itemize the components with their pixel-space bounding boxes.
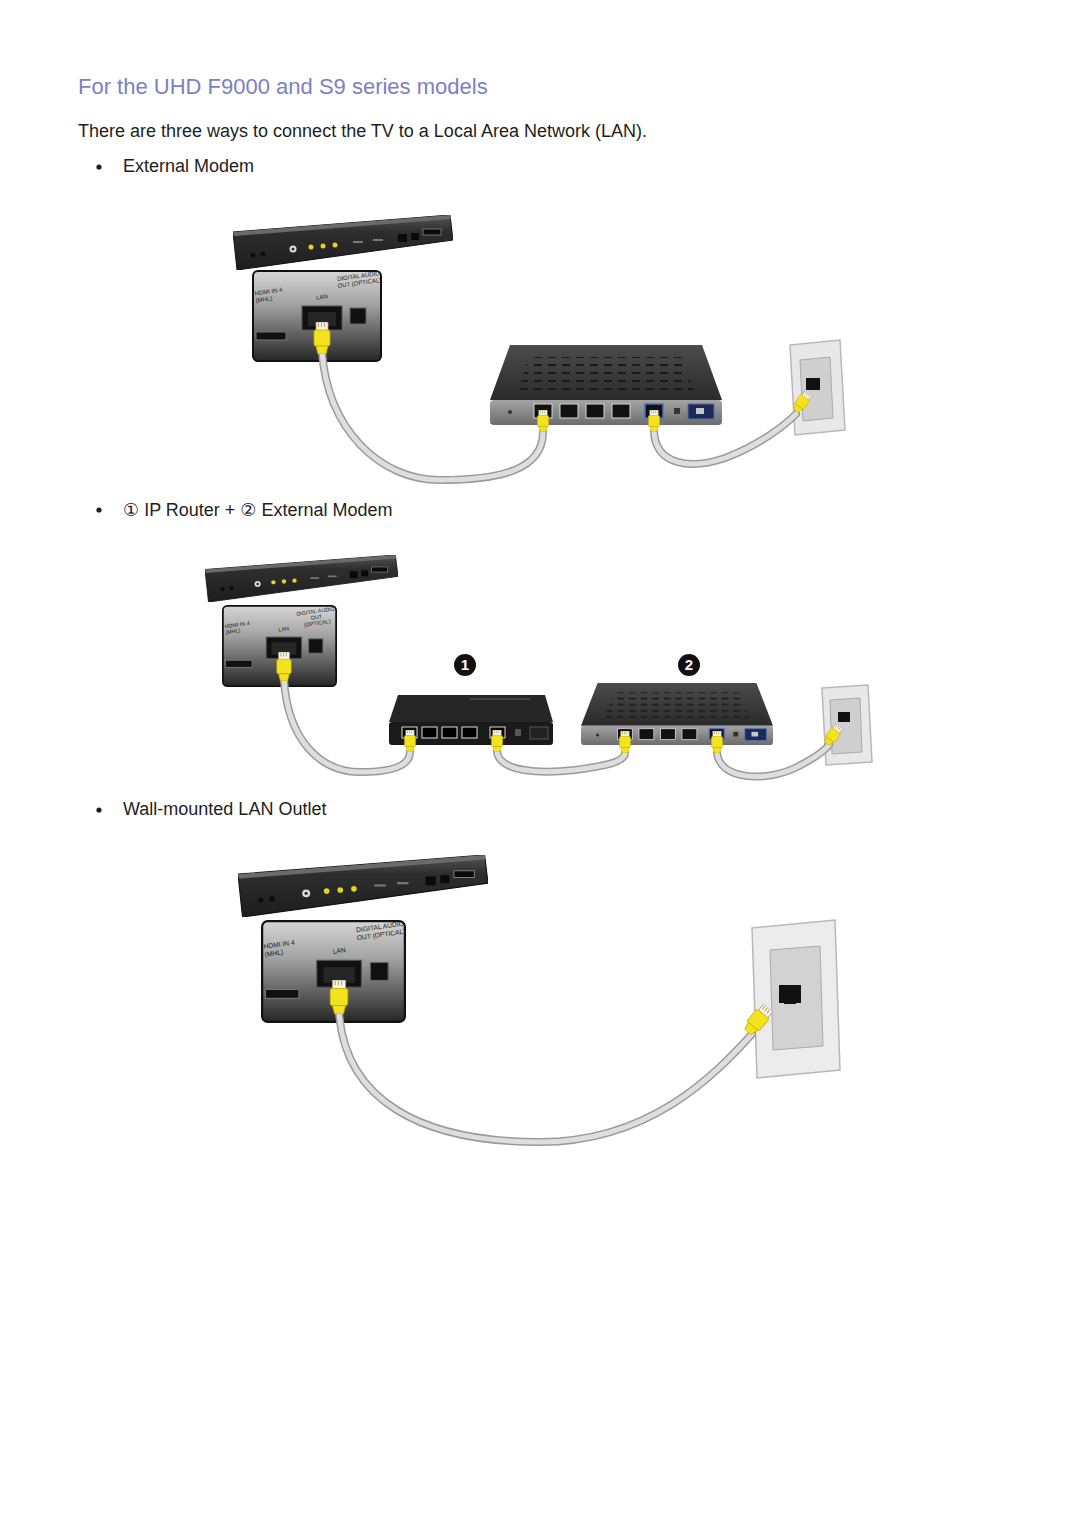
- bullet-label: ① IP Router + ② External Modem: [123, 499, 393, 521]
- intro-text: There are three ways to connect the TV t…: [78, 121, 647, 142]
- bullet-label: Wall-mounted LAN Outlet: [123, 799, 326, 820]
- bullet-label: External Modem: [123, 156, 254, 177]
- page-title: For the UHD F9000 and S9 series models: [78, 74, 488, 100]
- callout-number: 1: [454, 654, 476, 676]
- callout-number: 2: [678, 654, 700, 676]
